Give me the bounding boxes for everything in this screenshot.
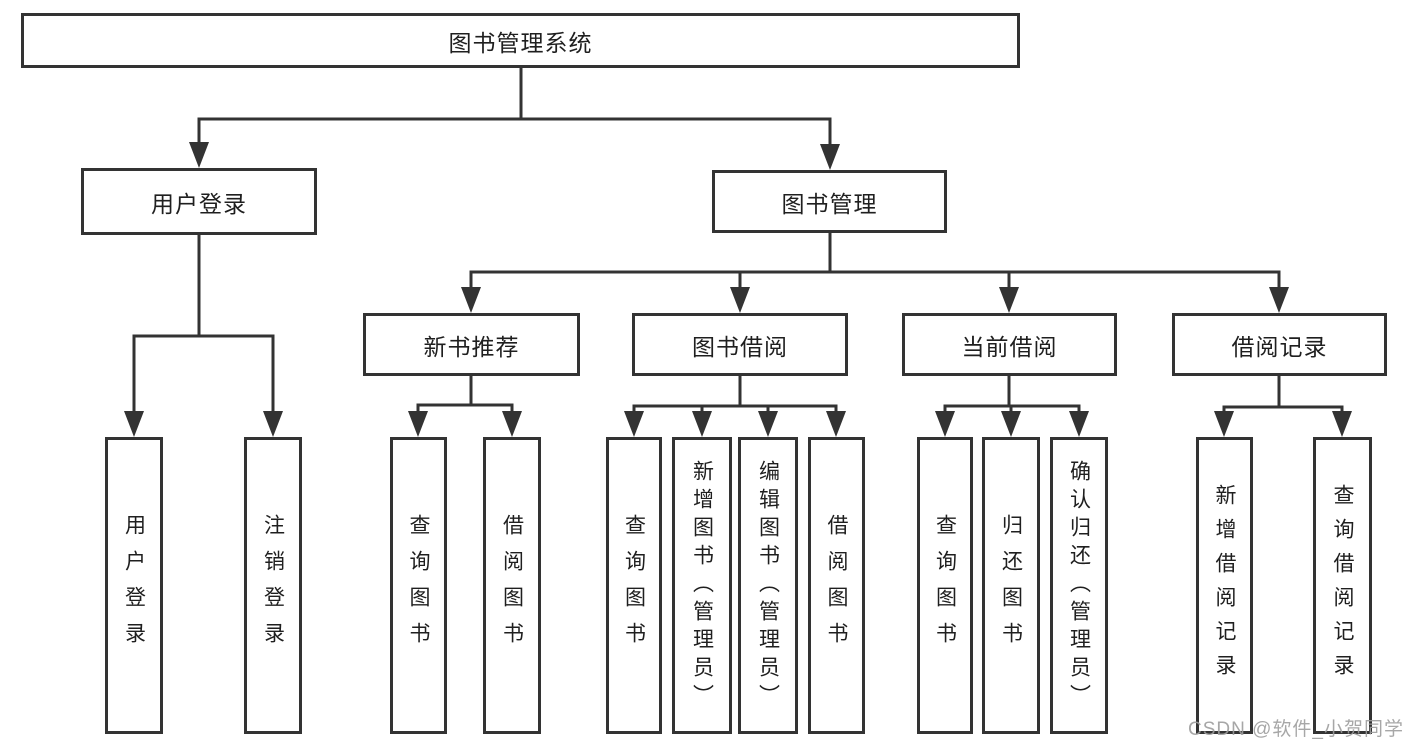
- node-label: 图书借阅: [692, 333, 788, 360]
- node-leaf-borrow-books: 借阅图书: [808, 437, 865, 734]
- node-label: 查询图书: [933, 513, 957, 658]
- node-label: 图书管理系统: [448, 29, 593, 56]
- node-label: 查询图书: [622, 513, 646, 658]
- node-leaf-query-books: 查询图书: [917, 437, 973, 734]
- node-leaf-borrow-books: 借阅图书: [483, 437, 541, 734]
- node-leaf-edit-books-admin: 编辑图书（管理员）: [738, 437, 798, 734]
- node-current-borrowing: 当前借阅: [902, 313, 1117, 376]
- node-label: 借阅图书: [825, 513, 848, 658]
- node-leaf-add-borrow-record: 新增借阅记录: [1196, 437, 1253, 734]
- node-label: 借阅图书: [500, 513, 524, 658]
- node-leaf-return-books: 归还图书: [982, 437, 1040, 734]
- watermark: CSDN @软件_小贺同学: [1188, 719, 1404, 740]
- node-new-book-recommendation: 新书推荐: [363, 313, 580, 376]
- connector-segments: [132, 66, 1344, 415]
- node-label: 确认归还（管理员）: [1067, 459, 1091, 712]
- node-label: 新增图书（管理员）: [690, 459, 714, 712]
- node-label: 查询图书: [407, 513, 430, 658]
- node-leaf-query-books: 查询图书: [606, 437, 662, 734]
- node-book-management: 图书管理: [712, 170, 947, 233]
- node-label: 注销登录: [261, 513, 285, 658]
- node-library-management-system: 图书管理系统: [21, 13, 1020, 68]
- node-leaf-logout: 注销登录: [244, 437, 302, 734]
- node-label: 编辑图书（管理员）: [756, 459, 780, 712]
- node-label: 新增借阅记录: [1213, 483, 1236, 688]
- node-leaf-query-borrow-record: 查询借阅记录: [1313, 437, 1372, 734]
- node-borrow-records: 借阅记录: [1172, 313, 1387, 376]
- node-label: 用户登录: [151, 190, 247, 217]
- node-leaf-user-login: 用户登录: [105, 437, 163, 734]
- node-label: 用户登录: [122, 513, 146, 658]
- node-label: 图书管理: [781, 190, 878, 217]
- node-label: 当前借阅: [961, 333, 1058, 360]
- node-label: 查询借阅记录: [1331, 483, 1354, 688]
- node-label: 归还图书: [999, 513, 1023, 658]
- node-user-login: 用户登录: [81, 168, 317, 235]
- node-book-borrowing: 图书借阅: [632, 313, 848, 376]
- node-leaf-add-books-admin: 新增图书（管理员）: [672, 437, 732, 734]
- node-label: 借阅记录: [1231, 333, 1328, 360]
- arrowheads: [124, 142, 1352, 437]
- node-leaf-query-books: 查询图书: [390, 437, 447, 734]
- node-label: 新书推荐: [423, 333, 520, 360]
- node-leaf-confirm-return-admin: 确认归还（管理员）: [1050, 437, 1108, 734]
